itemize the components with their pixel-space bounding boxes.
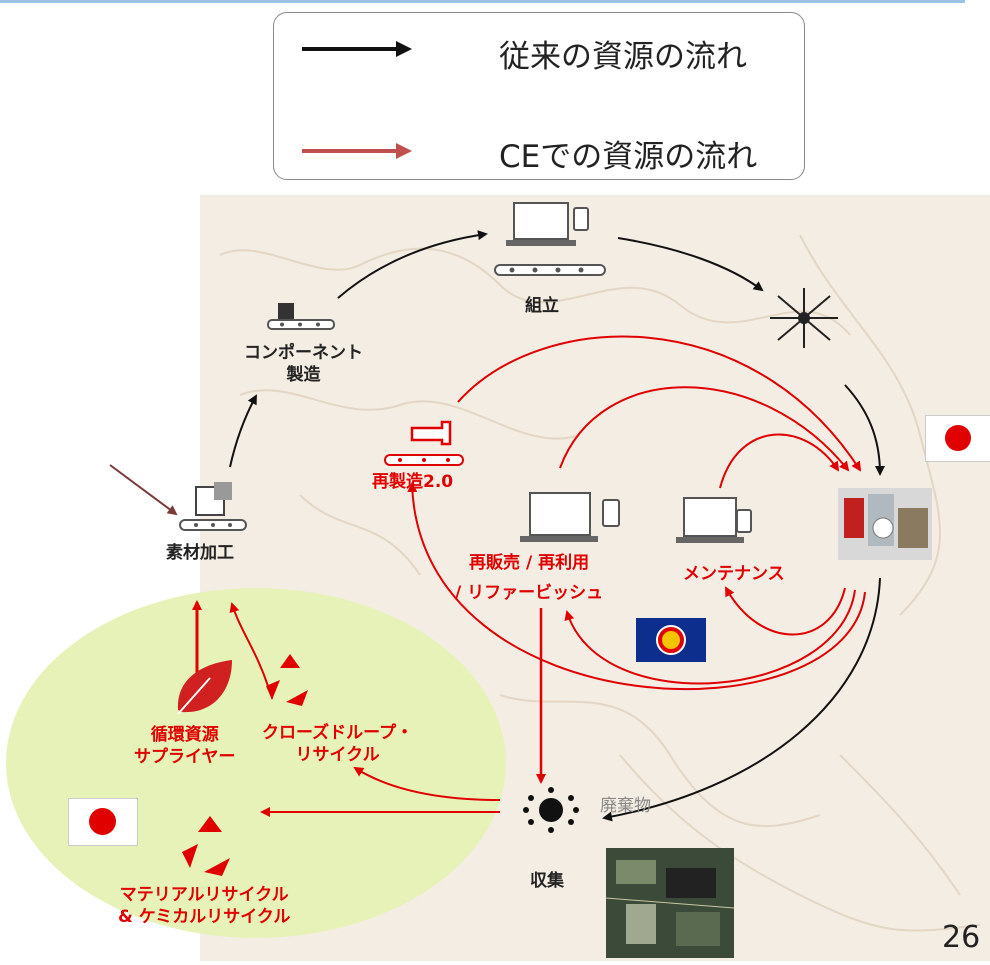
- material-recycle-label: マテリアルリサイクル & ケミカルリサイクル: [118, 884, 290, 928]
- recycling-area: [6, 588, 506, 938]
- top-rule: [0, 0, 965, 3]
- collection-hub-icon: [523, 787, 579, 833]
- asean-emblem: [656, 625, 686, 655]
- supplier-label-line1: 循環資源: [150, 725, 219, 745]
- material-recycle-label-line1: マテリアルリサイクル: [119, 885, 289, 905]
- arrow-resale-to-user: [559, 386, 850, 472]
- legend-arrows: [302, 41, 412, 159]
- component-label-line1: コンポーネント: [244, 343, 363, 363]
- arrow-material-to-component: [229, 394, 257, 468]
- legend: 従来の資源の流れ CEでの資源の流れ: [273, 12, 805, 180]
- conveyor-icon: [494, 264, 606, 276]
- arrow-component-to-assembly: [337, 230, 488, 299]
- leaf-icon: [177, 660, 232, 715]
- arrow-collection-to-closed-loop: [353, 766, 501, 801]
- remanufacture-label: 再製造2.0: [372, 472, 454, 492]
- maintenance-laptop-icon: [676, 497, 752, 543]
- closed-loop-label-line1: クローズドループ・: [262, 723, 414, 743]
- japan-flag: [925, 415, 990, 462]
- arrow-remanufacture-to-user: [457, 335, 862, 472]
- arrow-distribution-to-user: [844, 384, 885, 476]
- assembly-label: 組立: [525, 296, 559, 316]
- component-label: コンポーネント 製造: [244, 342, 363, 386]
- arrow-user-to-remanufacture: [407, 482, 866, 691]
- used-products-image: [838, 488, 932, 560]
- material-label: 素材加工: [166, 543, 234, 563]
- component-conveyor-icon: [267, 303, 335, 330]
- asean-flag: [636, 618, 706, 662]
- waste-label: 廃棄物: [600, 796, 651, 816]
- used-products-photo: [838, 488, 932, 560]
- resale-label-line1: 再販売 / 再利用: [469, 553, 590, 573]
- arrow-user-to-resale: [564, 589, 856, 685]
- supplier-label: 循環資源 サプライヤー: [134, 724, 236, 768]
- arrow-user-to-maintenance: [725, 586, 846, 636]
- arrow-input-to-material: [109, 464, 178, 516]
- recycle-icon: [182, 816, 230, 876]
- arrow-user-to-collection: [602, 577, 881, 822]
- japan-flag: [68, 798, 138, 846]
- arrow-closed-loop-to-material: [229, 602, 269, 687]
- engine-icon: [384, 420, 464, 466]
- component-label-line2: 製造: [286, 365, 321, 385]
- maintenance-label: メンテナンス: [683, 564, 785, 584]
- resale-laptop-icon: [520, 492, 620, 542]
- circuit-board-image: [605, 848, 735, 958]
- laptop-icon: [506, 202, 589, 246]
- arrow-maintenance-to-user: [719, 433, 840, 489]
- collection-label: 収集: [530, 871, 564, 891]
- arrow-assembly-to-distribution: [617, 237, 764, 292]
- material-recycle-label-line2: & ケミカルリサイクル: [118, 907, 291, 927]
- closed-loop-label: クローズドループ・ リサイクル: [262, 722, 413, 766]
- distribution-hub-icon: [770, 288, 838, 348]
- legend-traditional-label: 従来の資源の流れ: [499, 39, 747, 75]
- resale-label-line2: / リファービッシュ: [455, 583, 604, 603]
- japan-flag-circle: [89, 808, 116, 835]
- supplier-label-line2: サプライヤー: [134, 747, 236, 767]
- page-number: 26: [942, 920, 981, 955]
- material-processing-icon: [179, 482, 247, 531]
- japan-flag-circle: [945, 425, 971, 451]
- ewaste-photo: [605, 848, 735, 958]
- resale-label: 再販売 / 再利用 / リファービッシュ: [455, 548, 603, 608]
- closed-loop-label-line2: リサイクル: [295, 745, 380, 765]
- recycle-icon: [266, 654, 308, 706]
- legend-ce-label: CEでの資源の流れ: [499, 139, 758, 175]
